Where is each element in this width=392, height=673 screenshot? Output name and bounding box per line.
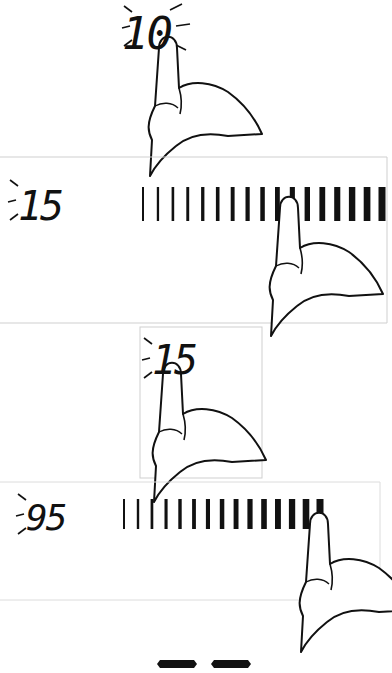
sliding-hand: [300, 513, 392, 652]
slider-bar: [123, 499, 125, 529]
pressing-hand: [149, 37, 262, 176]
slider-bar: [186, 187, 189, 221]
slider-bar: [206, 499, 210, 529]
slider-bar: [319, 187, 325, 221]
slider-bar: [137, 499, 139, 529]
slider-bar: [178, 499, 181, 529]
pressing-hand: [153, 363, 266, 502]
slider-bar: [172, 187, 175, 221]
display-reading: 15: [152, 340, 196, 380]
flash-rays: [16, 494, 26, 534]
slider-bar: [379, 187, 386, 221]
slider-bar: [305, 187, 310, 221]
slider-bar: [165, 499, 168, 529]
flash-rays: [8, 180, 18, 220]
slider-bar: [247, 499, 252, 529]
slider-bar: [234, 499, 239, 529]
slider-bar: [151, 499, 154, 529]
slider-bar: [231, 187, 235, 221]
slider-bar: [261, 499, 267, 529]
slider-bar: [246, 187, 250, 221]
slider-bar: [192, 499, 196, 529]
slider-bars: [123, 499, 324, 529]
slider-bar: [303, 499, 310, 529]
slider-bar: [260, 187, 265, 221]
slider-bars: [142, 187, 386, 221]
flash-rays: [142, 338, 152, 378]
slider-bar: [349, 187, 355, 221]
display-reading: 15: [18, 186, 62, 226]
slider-bar: [289, 499, 295, 529]
display-dashes: [157, 660, 251, 668]
slider-bar: [364, 187, 371, 221]
slider-bar: [142, 187, 144, 221]
slider-bar: [334, 187, 340, 221]
panel-frame: [0, 157, 387, 323]
slider-bar: [216, 187, 220, 221]
display-reading: 95: [26, 500, 65, 536]
slider-bar: [275, 499, 281, 529]
slider-bar: [157, 187, 159, 221]
slider-bar: [220, 499, 225, 529]
slider-bar: [201, 187, 204, 221]
sliding-hand: [270, 197, 383, 336]
display-reading: 10: [122, 12, 171, 56]
